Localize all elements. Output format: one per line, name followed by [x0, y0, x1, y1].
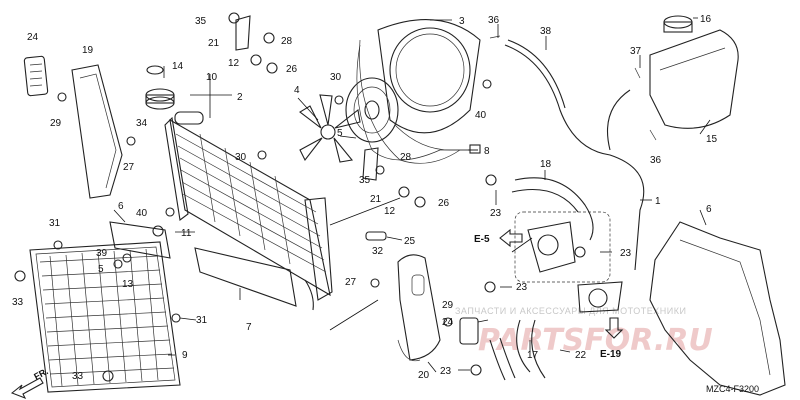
callout-23c: 23: [516, 282, 528, 293]
callout-20: 20: [418, 370, 430, 381]
callout-30b: 30: [235, 152, 247, 163]
callout-38: 38: [540, 26, 552, 37]
splash-guard: [649, 221, 786, 396]
callout-40: 40: [475, 110, 487, 121]
fasteners: [14, 12, 657, 382]
left-shroud: [71, 64, 123, 199]
callout-28: 28: [281, 36, 293, 47]
callout-15: 15: [706, 134, 718, 145]
watermark-caption: ЗАПЧАСТИ И АКСЕССУАРЫ ДЛЯ МОТОТЕХНИКИ: [455, 306, 686, 316]
callout-31: 31: [49, 218, 61, 229]
radiator-grille: [29, 241, 181, 393]
callout-30: 30: [330, 72, 342, 83]
callout-9: 9: [182, 350, 188, 361]
air-duct: [397, 254, 441, 362]
callout-4: 4: [294, 85, 300, 96]
reference-e19: E-19: [600, 317, 624, 360]
callout-5b: 5: [98, 264, 104, 275]
callout-23: 23: [490, 208, 502, 219]
callout-32: 32: [372, 246, 384, 257]
callout-26: 26: [286, 64, 298, 75]
callout-19: 19: [82, 45, 94, 56]
mount-bracket: [109, 221, 171, 259]
callout-39: 39: [96, 248, 108, 259]
callout-10: 10: [206, 72, 218, 83]
callout-24: 24: [27, 32, 39, 43]
callout-23b: 23: [620, 248, 632, 259]
callout-7: 7: [246, 322, 252, 333]
callout-labels: 3 2 10 14 4 5 8 11 6 7 9 19 24 29 27 34 …: [12, 14, 718, 382]
callout-26b: 26: [438, 198, 450, 209]
reference-e19-label: E-19: [600, 349, 622, 360]
callout-23d: 23: [440, 366, 452, 377]
callout-17: 17: [527, 350, 539, 361]
callout-29: 29: [50, 118, 62, 129]
water-pump: [514, 211, 623, 313]
callout-11: 11: [181, 228, 192, 239]
callout-8: 8: [484, 146, 490, 157]
callout-6b: 6: [706, 204, 712, 215]
fan-motor: [345, 77, 470, 151]
callout-29b: 29: [442, 300, 454, 311]
callout-27b: 27: [345, 277, 357, 288]
callout-1: 1: [655, 196, 661, 207]
callout-35: 35: [195, 16, 207, 27]
wiring-harness: [356, 44, 481, 161]
callout-37: 37: [630, 46, 642, 57]
front-arrow: FR.: [10, 366, 50, 400]
radiator-core: [164, 111, 333, 311]
watermark-logo: PARTSFOR.RU: [478, 323, 713, 358]
callout-5: 5: [337, 128, 343, 139]
callout-27: 27: [123, 162, 135, 173]
callout-6: 6: [118, 201, 124, 212]
callout-22: 22: [575, 350, 587, 361]
callout-13: 13: [122, 279, 134, 290]
reference-e5-label: E-5: [474, 234, 490, 245]
radiator-cap: [145, 65, 175, 110]
callout-28b: 28: [400, 152, 412, 163]
diagram-code: MZC4-F3200: [706, 384, 759, 394]
callout-3: 3: [459, 16, 465, 27]
callout-12b: 12: [384, 206, 396, 217]
callout-35b: 35: [359, 175, 371, 186]
callout-36: 36: [488, 15, 500, 26]
callout-18: 18: [540, 159, 552, 170]
reference-e5: E-5: [474, 228, 523, 248]
hoses: [489, 39, 645, 381]
callout-14: 14: [172, 61, 184, 72]
callout-34: 34: [136, 118, 148, 129]
callout-21b: 21: [370, 194, 382, 205]
callout-2: 2: [237, 92, 243, 103]
callout-16: 16: [700, 14, 712, 25]
side-reflector: [23, 55, 49, 97]
front-label: FR.: [32, 366, 49, 382]
callout-40b: 40: [136, 208, 148, 219]
callout-33: 33: [12, 297, 24, 308]
lower-shroud: [194, 247, 297, 307]
callout-12: 12: [228, 58, 240, 69]
reserve-tank: [649, 15, 739, 129]
callout-24b: 24: [442, 317, 454, 328]
callout-31b: 31: [196, 315, 208, 326]
callout-36b: 36: [650, 155, 662, 166]
callout-21: 21: [208, 38, 220, 49]
leader-lines: [113, 17, 711, 373]
fan-shroud: [359, 19, 481, 164]
callout-33b: 33: [72, 371, 84, 382]
callout-25: 25: [404, 236, 416, 247]
